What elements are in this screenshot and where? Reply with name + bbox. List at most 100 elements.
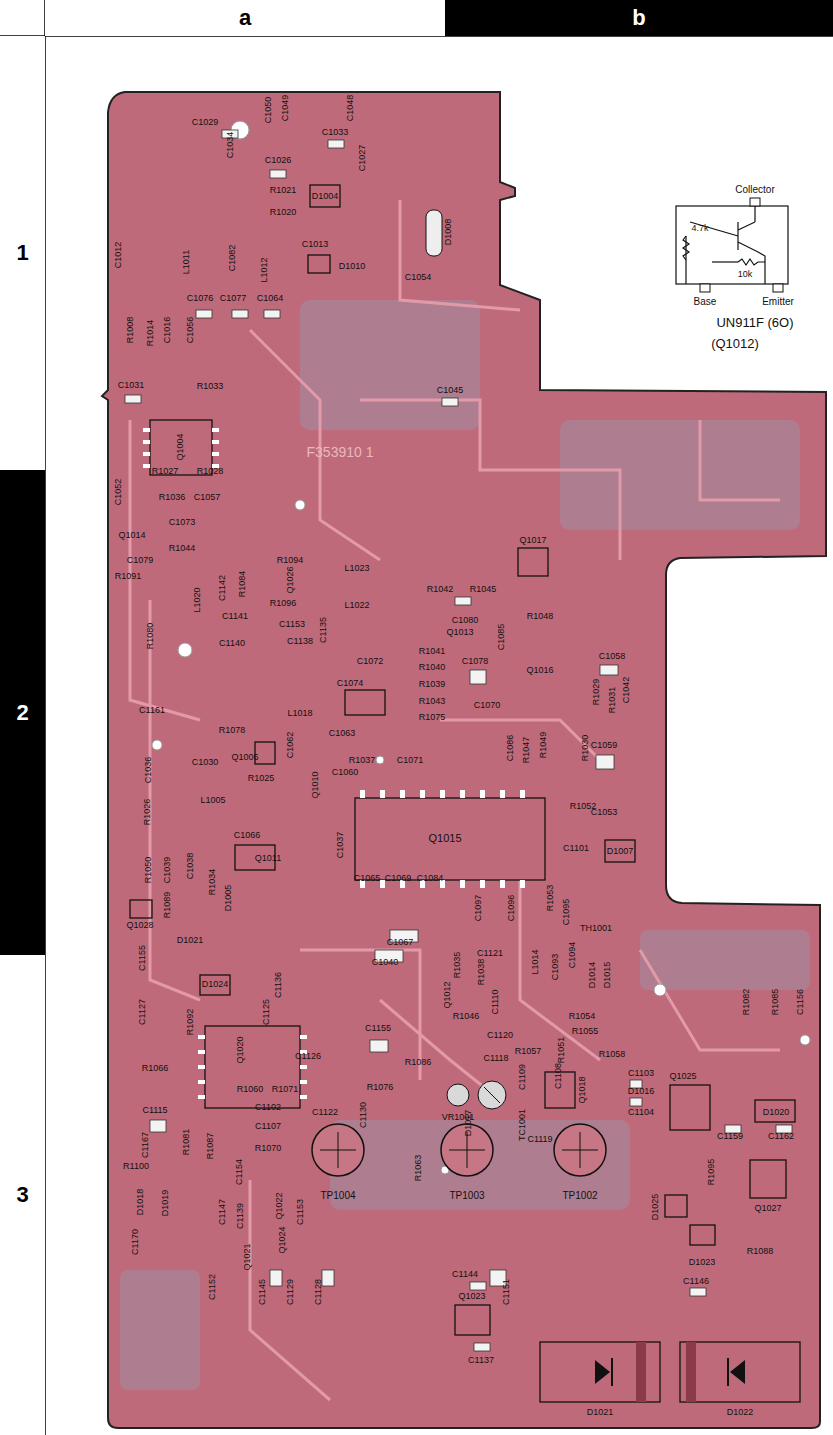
grid-label: a bbox=[239, 5, 251, 31]
part-label: D1015 bbox=[603, 962, 612, 989]
part-label: L1020 bbox=[193, 587, 202, 612]
part-label: R1008 bbox=[126, 317, 135, 344]
part-label: TH1001 bbox=[580, 924, 612, 933]
trace bbox=[130, 200, 780, 1400]
test-point bbox=[312, 1124, 606, 1176]
part-label: C1016 bbox=[163, 317, 172, 344]
part-label: R1025 bbox=[248, 774, 275, 783]
part-label: C1159 bbox=[717, 1132, 743, 1141]
part-label: C1101 bbox=[563, 844, 589, 853]
part-label: R1020 bbox=[270, 208, 297, 217]
part-label: D1025 bbox=[651, 1194, 660, 1221]
part-label: C1142 bbox=[218, 575, 227, 601]
part-label: C1057 bbox=[194, 493, 221, 502]
part-label: C1026 bbox=[265, 156, 292, 165]
part-label: C1155 bbox=[365, 1024, 391, 1033]
part-label: C1136 bbox=[274, 972, 283, 998]
part-label: C1037 bbox=[336, 832, 345, 859]
part-label: Q1020 bbox=[236, 1036, 245, 1063]
part-label: D1023 bbox=[689, 1258, 716, 1267]
part-label: Q1011 bbox=[255, 854, 281, 863]
part-label: D1007 bbox=[607, 847, 634, 856]
part-label: D1021 bbox=[587, 1408, 614, 1417]
part-label: C1066 bbox=[234, 831, 261, 840]
part-label: C1118 bbox=[483, 1054, 508, 1063]
ic-outline bbox=[130, 185, 800, 1402]
part-label: C1077 bbox=[220, 294, 247, 303]
part-label: C1079 bbox=[127, 556, 154, 565]
board-outline bbox=[102, 92, 826, 1428]
part-label: R1050 bbox=[144, 857, 153, 884]
part-label: C1110 bbox=[491, 989, 500, 1014]
part-label: R1046 bbox=[453, 1012, 480, 1021]
part-label: C1072 bbox=[357, 657, 384, 666]
part-label: F353910 1 bbox=[307, 445, 374, 459]
part-label: R1071 bbox=[272, 1085, 299, 1094]
part-label: C1085 bbox=[497, 624, 506, 651]
part-label: Q1018 bbox=[578, 1076, 587, 1103]
part-label: R1092 bbox=[186, 1009, 195, 1036]
part-label: Q1015 bbox=[428, 833, 461, 844]
part-label: C1126 bbox=[295, 1052, 321, 1061]
part-label: R1037 bbox=[349, 756, 376, 765]
part-label: C1030 bbox=[192, 758, 219, 767]
part-label: C1167 bbox=[141, 1132, 150, 1158]
part-label: D1018 bbox=[136, 1189, 145, 1216]
transistor-pin bbox=[700, 198, 783, 292]
part-label: C1162 bbox=[768, 1132, 794, 1141]
part-label: C1127 bbox=[138, 999, 147, 1025]
part-label: C1040 bbox=[372, 958, 399, 967]
part-label: R1055 bbox=[572, 1027, 599, 1036]
diode-symbol bbox=[426, 210, 745, 1402]
part-label: R1095 bbox=[707, 1159, 716, 1186]
part-label: C1059 bbox=[591, 741, 618, 750]
part-label: Q1025 bbox=[669, 1072, 696, 1081]
part-label: VR1001 bbox=[442, 1113, 475, 1122]
part-label: L1023 bbox=[344, 564, 369, 573]
part-label: R1060 bbox=[237, 1085, 264, 1094]
part-label: R1027 bbox=[152, 467, 179, 476]
header-band bbox=[445, 0, 833, 36]
part-label: R1096 bbox=[270, 599, 297, 608]
part-label: R1021 bbox=[270, 186, 297, 195]
part-label: L1014 bbox=[531, 949, 540, 974]
part-label: D1016 bbox=[628, 1087, 655, 1096]
part-label: R1043 bbox=[419, 697, 446, 706]
part-label: C1161 bbox=[139, 706, 165, 715]
part-label: C1141 bbox=[222, 612, 248, 621]
part-label: C1154 bbox=[235, 1159, 244, 1185]
part-label: C1060 bbox=[332, 768, 359, 777]
part-label: R1031 bbox=[608, 687, 617, 714]
row-band bbox=[0, 470, 45, 955]
part-label: R1045 bbox=[470, 585, 497, 594]
part-label: C1073 bbox=[169, 518, 196, 527]
part-label: C1067 bbox=[387, 938, 414, 947]
pin-label: Collector bbox=[735, 185, 774, 195]
part-label: C1103 bbox=[628, 1069, 654, 1078]
part-label: C1012 bbox=[114, 242, 123, 269]
part-label: Q1023 bbox=[458, 1292, 485, 1301]
part-label: C1107 bbox=[255, 1122, 281, 1131]
part-label: C1056 bbox=[186, 317, 195, 344]
grid-label: 3 bbox=[16, 1182, 28, 1208]
part-label: C1109 bbox=[518, 1064, 527, 1090]
part-label: Q1021 bbox=[243, 1243, 252, 1270]
part-label: C1138 bbox=[287, 637, 313, 646]
part-label: C1054 bbox=[405, 273, 432, 282]
part-label: C1080 bbox=[452, 616, 479, 625]
part-label: R1084 bbox=[238, 571, 247, 598]
part-label: R1026 bbox=[143, 799, 152, 826]
part-label: D1014 bbox=[588, 962, 597, 989]
part-label: R1075 bbox=[419, 713, 446, 722]
part-label: R1047 bbox=[522, 737, 531, 764]
part-label: R1087 bbox=[206, 1133, 215, 1160]
part-label: R1040 bbox=[419, 663, 446, 672]
part-label: D1022 bbox=[727, 1408, 754, 1417]
part-label: C1095 bbox=[562, 899, 571, 926]
part-label: C1065 bbox=[354, 874, 381, 883]
transistor-schematic bbox=[676, 200, 788, 290]
part-label: TP1002 bbox=[562, 1191, 597, 1201]
part-label: C1042 bbox=[622, 677, 631, 704]
part-label: C1120 bbox=[487, 1031, 513, 1040]
